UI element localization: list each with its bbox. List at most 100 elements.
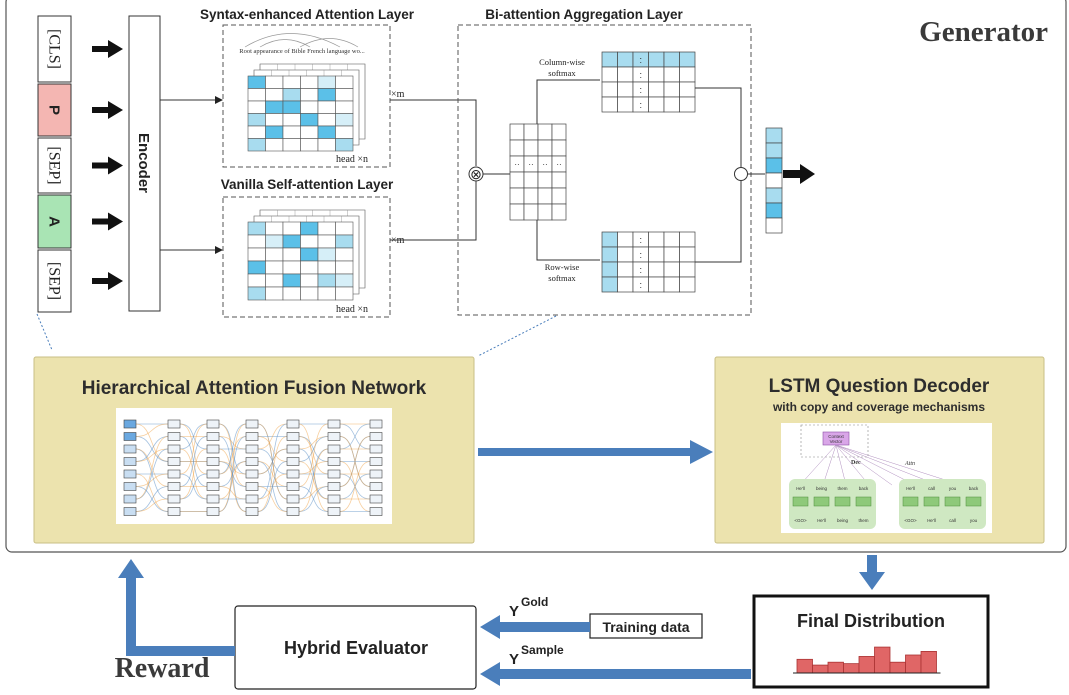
- hafn-node: [123, 507, 137, 516]
- decoder-lstm-cell: [813, 496, 830, 507]
- softmax-cell: [663, 276, 680, 293]
- hafn-link: [135, 498, 169, 512]
- hafn-link: [257, 461, 288, 512]
- decoder-output-word: back: [859, 486, 869, 491]
- decoder-output-word: back: [969, 486, 979, 491]
- matrix-cell: [335, 138, 354, 152]
- decoder-attention-line: [835, 444, 893, 486]
- hafn-node: [327, 419, 341, 429]
- hafn-link: [179, 423, 208, 475]
- hafn-node: [286, 507, 300, 516]
- matrix-cell: [282, 260, 301, 275]
- matrix-cell: [265, 286, 284, 301]
- hafn-link: [135, 448, 169, 462]
- hafn-node: [369, 419, 383, 429]
- decoder-attention-frame: [800, 424, 869, 458]
- matrix-cell: [282, 286, 301, 301]
- similarity-cell: [523, 171, 539, 189]
- softmax-dots: :: [639, 265, 642, 275]
- output-vector-cell: [765, 142, 783, 159]
- biattention-title: Bi-attention Aggregation Layer: [485, 7, 683, 22]
- matrix-cell: [300, 100, 319, 114]
- matrix-cell: [247, 234, 266, 249]
- hafn-link: [218, 461, 247, 500]
- matrix-cell: [300, 125, 319, 139]
- decoder-output-word: call: [928, 486, 935, 491]
- input-token-4: [37, 249, 72, 313]
- softmax-cell: [617, 246, 634, 263]
- similarity-cell: [509, 187, 525, 205]
- similarity-cell: [537, 203, 553, 221]
- softmax-cell: [648, 246, 665, 263]
- decoder-dec-label: Dec: [851, 460, 861, 466]
- matrix-cell: [317, 286, 336, 301]
- generator-frame: [5, 0, 1067, 553]
- similarity-cell: [537, 139, 553, 157]
- hafn-link: [257, 423, 288, 450]
- hafn-node: [327, 494, 341, 504]
- hafn-node: [245, 482, 259, 491]
- matrix-cell: [265, 273, 284, 288]
- softmax-cell: [601, 246, 618, 263]
- softmax-dots: :: [639, 280, 642, 290]
- matrix-cell: [300, 260, 319, 275]
- syntax-layer-title: Syntax-enhanced Attention Layer: [200, 7, 415, 22]
- similarity-cell: [523, 123, 539, 141]
- hafn-node: [369, 494, 383, 504]
- hafn-node: [167, 482, 181, 491]
- hafn-node: [123, 457, 137, 466]
- similarity-cell: [537, 123, 553, 141]
- reward-arrow: [118, 559, 235, 656]
- aggregate-operator: [734, 167, 748, 181]
- hafn-link: [257, 436, 288, 462]
- hafn-link: [339, 436, 371, 487]
- sample-to-evaluator-arrow: [480, 662, 751, 686]
- matrix-cell: [247, 88, 266, 102]
- output-vector-arrow: [783, 164, 815, 184]
- decoder-attention-lines: [799, 444, 962, 486]
- input-token-label-4: [SEP]: [46, 262, 63, 300]
- matrix-cell: [300, 138, 319, 152]
- decoder-output-word: He'll: [796, 486, 805, 491]
- y-gold-label: YGold: [509, 595, 548, 620]
- softmax-cell: [648, 276, 665, 293]
- matrix-cell: [335, 75, 354, 89]
- softmax-cell: [663, 81, 680, 98]
- histogram-bar: [905, 654, 922, 674]
- softmax-dots: :: [639, 250, 642, 260]
- token-arrow-0: [92, 40, 123, 58]
- histogram-bar: [874, 646, 891, 674]
- matrix-cell: [317, 273, 336, 288]
- hafn-node: [206, 444, 220, 454]
- softmax-dots: :: [639, 235, 642, 245]
- hafn-node: [167, 444, 181, 454]
- input-token-label-2: [SEP]: [46, 146, 63, 184]
- input-token-column: [CLS]P[SEP]A[SEP]: [37, 15, 72, 313]
- column-softmax-matrix: ::::: [601, 51, 696, 113]
- matrix-cell: [247, 113, 266, 127]
- training-data-label: Training data: [602, 619, 689, 635]
- row-softmax-label-1: Row-wise: [545, 262, 580, 272]
- similarity-cell: [523, 203, 539, 221]
- histogram-bar: [827, 661, 844, 674]
- dotted-connector-right: [477, 315, 557, 357]
- hafn-node: [327, 457, 341, 466]
- matrix-cell: [335, 260, 354, 275]
- hafn-node: [167, 469, 181, 479]
- output-vector-cell: [765, 127, 783, 144]
- output-vector-cell: [765, 187, 783, 204]
- input-token-1: [37, 83, 72, 137]
- token-arrow-1: [92, 101, 123, 119]
- matrix-cell: [265, 234, 284, 249]
- input-token-3: [37, 194, 72, 249]
- matrix-cell: [317, 125, 336, 139]
- token-arrow-2: [92, 156, 123, 175]
- matrix-cell: [335, 100, 354, 114]
- matrix-cell: [300, 234, 319, 249]
- hafn-link: [257, 423, 288, 500]
- hafn-node: [245, 507, 259, 516]
- similarity-dots: ··: [528, 160, 533, 169]
- matrix-cell: [317, 138, 336, 152]
- matrix-cell: [300, 88, 319, 102]
- vanilla-layer-box: [222, 196, 391, 318]
